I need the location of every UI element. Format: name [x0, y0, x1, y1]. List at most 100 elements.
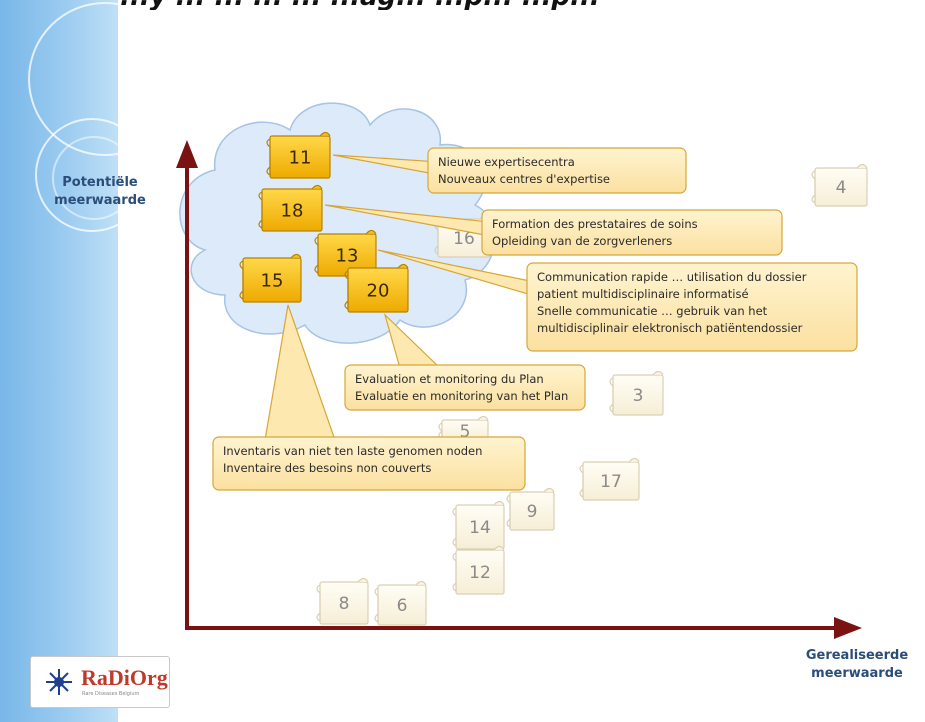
- item-14: 14: [452, 500, 505, 550]
- callout-box: [344, 364, 586, 411]
- scroll-roll: [316, 584, 321, 622]
- callout-line: Communication rapide … utilisation du do…: [537, 270, 807, 284]
- item-17: 17: [579, 457, 640, 501]
- scroll-roll: [266, 138, 271, 176]
- callout-box: [212, 436, 526, 491]
- item-number: 3: [633, 386, 644, 406]
- sidebar-background: [0, 0, 118, 722]
- callout-line: Evaluation et monitoring du Plan: [355, 372, 544, 386]
- callout-15: Inventaris van niet ten laste genomen no…: [212, 304, 526, 491]
- callout-line: Inventaris van niet ten laste genomen no…: [223, 444, 482, 458]
- item-number: 12: [469, 563, 491, 583]
- highlighted-item-11: 11: [266, 131, 331, 179]
- callout-line: Snelle communicatie … gebruik van het: [537, 304, 768, 318]
- callout-line: Nouveaux centres d'expertise: [438, 172, 610, 186]
- callout-line: Inventaire des besoins non couverts: [223, 461, 431, 475]
- callout-line: Formation des prestataires de soins: [492, 217, 698, 231]
- item-number: 20: [367, 280, 390, 301]
- x-axis-label-line: meerwaarde: [811, 666, 903, 681]
- scroll-roll: [452, 507, 457, 547]
- item-number: 18: [281, 200, 304, 221]
- item-number: 11: [289, 147, 312, 168]
- logo-subtext: Rare Diseases Belgium: [82, 691, 140, 697]
- scroll-roll: [374, 587, 379, 623]
- item-12: 12: [452, 545, 505, 595]
- callout-box: [427, 147, 687, 194]
- item-number: 14: [469, 518, 491, 538]
- callout-pointer-joint: [533, 283, 537, 295]
- highlighted-item-20: 20: [344, 263, 409, 313]
- y-axis-label: Potentiële meerwaarde: [44, 174, 156, 210]
- callout-13: Communication rapide … utilisation du do…: [377, 249, 858, 352]
- item-number: 4: [836, 178, 847, 198]
- item-8: 8: [316, 577, 369, 625]
- item-9: 9: [506, 487, 555, 531]
- callout-line: patient multidisciplinaire informatisé: [537, 287, 749, 301]
- scroll-curl: [856, 163, 868, 169]
- scroll-curl: [319, 131, 331, 137]
- callout-box: [481, 209, 783, 256]
- scroll-roll: [314, 236, 319, 274]
- scroll-curl: [493, 545, 505, 551]
- item-number: 15: [261, 270, 284, 291]
- highlighted-item-15: 15: [239, 253, 302, 303]
- scroll-curl: [477, 415, 489, 421]
- item-number: 9: [527, 502, 538, 522]
- x-axis-label-line: Gerealiseerde: [805, 648, 909, 663]
- scroll-curl: [493, 500, 505, 506]
- axes: [176, 140, 862, 639]
- callout-box: [526, 262, 858, 352]
- x-axis-label: Gerealiseerde meerwaarde: [792, 647, 922, 683]
- scroll-roll: [452, 552, 457, 592]
- highlighted-item-18: 18: [258, 184, 323, 232]
- scroll-curl: [397, 263, 409, 269]
- slide-title: ...y ... ... ... ... ...ag... ...p... ..…: [120, 0, 920, 10]
- callout-line: Nieuwe expertisecentra: [438, 155, 575, 169]
- scroll-roll: [344, 270, 349, 310]
- scroll-curl: [290, 253, 302, 259]
- item-4: 4: [811, 163, 868, 207]
- scroll-roll: [609, 377, 614, 413]
- scroll-curl: [311, 184, 323, 190]
- scroll-curl: [365, 229, 377, 235]
- sidebar-decoration: [0, 0, 118, 722]
- item-number: 8: [339, 594, 350, 614]
- scroll-roll: [438, 422, 443, 440]
- callout-pointer-joint: [488, 223, 492, 235]
- logo-text: RaDiOrg: [81, 665, 168, 690]
- callout-line: Evaluatie en monitoring van het Plan: [355, 389, 568, 403]
- y-axis-label-line: Potentiële: [62, 175, 138, 190]
- scroll-roll: [811, 170, 816, 204]
- item-number: 17: [600, 472, 622, 492]
- y-axis-label-line: meerwaarde: [54, 193, 146, 208]
- scroll-curl: [357, 577, 369, 583]
- highlighted-item-13: 13: [314, 229, 377, 277]
- scroll-roll: [506, 494, 511, 528]
- y-axis-arrow: [176, 140, 198, 168]
- item-number: 6: [397, 596, 408, 616]
- radiorg-logo: RaDiOrg Rare Diseases Belgium: [30, 656, 170, 708]
- callout-pointer-joint: [438, 163, 442, 174]
- scroll-roll: [579, 464, 584, 498]
- highlighted-items-group: 11 18 13 15 20: [239, 131, 409, 313]
- scroll-curl: [543, 487, 555, 493]
- item-6: 6: [374, 580, 427, 626]
- item-number: 5: [460, 422, 471, 442]
- logo-star-icon: [46, 669, 72, 695]
- callout-line: multidisciplinair elektronisch patiënten…: [537, 321, 803, 335]
- item-number: 13: [336, 245, 359, 266]
- scroll-roll: [258, 191, 263, 229]
- callout-18: Formation des prestataires de soinsOplei…: [324, 204, 783, 256]
- item-3: 3: [609, 370, 664, 416]
- callout-line: Opleiding van de zorgverleners: [492, 234, 672, 248]
- x-axis-arrow: [834, 617, 862, 639]
- decor-circle: [52, 136, 118, 220]
- callout-pointer-joint: [267, 439, 333, 441]
- scroll-curl: [652, 370, 664, 376]
- item-number: 16: [453, 229, 475, 249]
- scroll-roll: [239, 260, 244, 300]
- callout-20: Evaluation et monitoring du PlanEvaluati…: [344, 313, 586, 411]
